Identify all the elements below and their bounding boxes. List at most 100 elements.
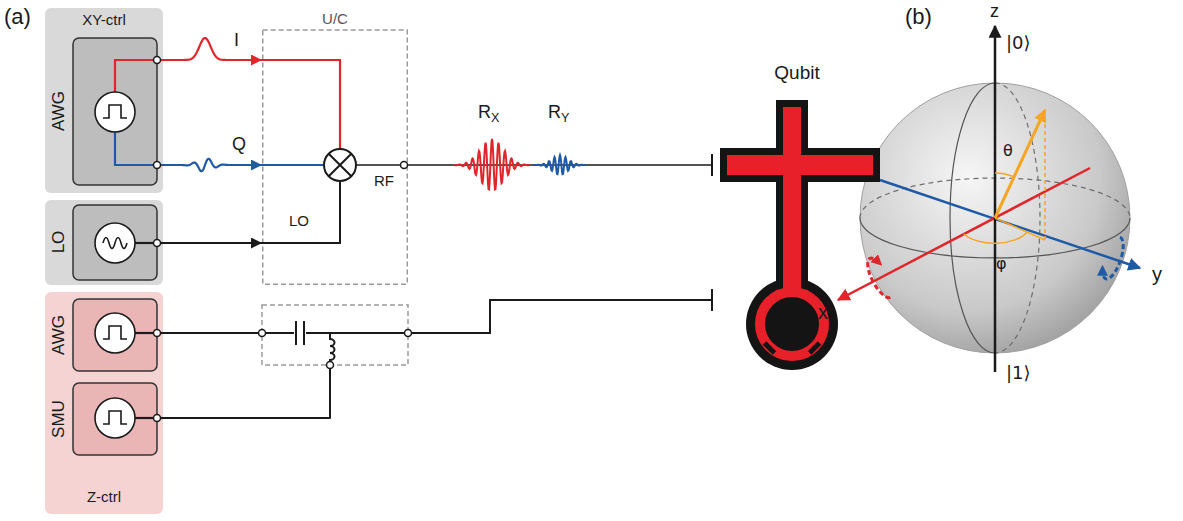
squid-loop xyxy=(760,292,824,356)
instrument-drawing xyxy=(73,38,163,185)
subscript: Y xyxy=(561,111,569,125)
node-label: U/C xyxy=(322,10,348,28)
annotation-label: y xyxy=(1152,262,1162,286)
y-rotation-arrow xyxy=(1100,235,1127,281)
instrument-drawing xyxy=(73,383,163,455)
z-axis xyxy=(994,26,997,372)
rx-pulse-waveform xyxy=(454,139,530,189)
signal-wire xyxy=(408,164,712,166)
port xyxy=(327,362,334,369)
node-label: Qubit xyxy=(774,62,819,85)
port xyxy=(259,330,266,337)
source-symbol xyxy=(95,92,135,132)
meridian-front xyxy=(950,83,995,353)
annotation-label: LO xyxy=(289,212,309,230)
node-label: XY-ctrl xyxy=(82,11,126,29)
port xyxy=(154,240,161,247)
port xyxy=(154,415,161,422)
port xyxy=(154,57,161,64)
source-symbol xyxy=(95,398,135,438)
bias-tee xyxy=(259,305,412,369)
signal-wire xyxy=(163,38,262,60)
line-termination xyxy=(711,289,713,311)
port xyxy=(405,330,412,337)
node-label: Z-ctrl xyxy=(87,488,121,506)
transmon-drawing xyxy=(720,100,880,370)
annotation-label: (b) xyxy=(905,4,932,30)
qubit-outline xyxy=(776,100,808,300)
mixer-symbol xyxy=(324,149,356,181)
sine-symbol xyxy=(103,238,127,249)
port xyxy=(154,330,161,337)
annotation-label: θ xyxy=(1003,141,1013,160)
port xyxy=(401,162,408,169)
annotation-label: |0⟩ xyxy=(1006,32,1031,54)
annotation-label: (a) xyxy=(4,4,31,30)
y-axis xyxy=(880,180,1140,268)
subscript: X xyxy=(491,111,499,125)
internal-wire xyxy=(262,164,324,166)
josephson-junction xyxy=(808,341,821,354)
pulse-symbol xyxy=(103,411,127,424)
awg-instrument: AWG xyxy=(45,296,163,374)
smu-instrument: SMU xyxy=(45,380,163,458)
pulse-symbol xyxy=(103,326,127,339)
bloch-sphere xyxy=(838,26,1140,372)
state-vector xyxy=(995,110,1045,218)
signal-wire xyxy=(163,300,712,333)
instrument-drawing xyxy=(73,299,163,371)
bias-tee-outline xyxy=(262,305,408,365)
internal-wire xyxy=(115,60,163,92)
x-axis xyxy=(838,168,1090,300)
signal-name: Q xyxy=(232,134,246,156)
phi-arc xyxy=(964,232,1027,243)
source-symbol xyxy=(95,223,135,263)
inductor-gap xyxy=(322,338,340,363)
z-control-panel: Z-ctrl AWG SMU xyxy=(45,292,163,514)
upconverter-drawing xyxy=(262,30,408,284)
annotation-label: |1⟩ xyxy=(1006,362,1031,384)
ry-pulse-waveform xyxy=(534,155,586,174)
capacitor-symbol xyxy=(303,321,305,345)
squid-outline xyxy=(746,278,838,370)
internal-wire xyxy=(115,132,163,165)
awg-instrument: AWG xyxy=(45,34,163,189)
instrument-drawing xyxy=(73,205,163,280)
node-drawing xyxy=(712,62,882,380)
signal-wire xyxy=(163,300,712,418)
instrument-face xyxy=(73,299,157,371)
projection-line xyxy=(1044,110,1046,240)
node-label: AWG xyxy=(49,315,69,355)
signal-name: I xyxy=(234,30,239,52)
node-label: LO xyxy=(49,231,69,254)
annotation-label: x xyxy=(818,300,828,324)
theta-arc xyxy=(995,173,1014,177)
node-label: SMU xyxy=(49,400,69,438)
capacitor-symbol xyxy=(295,321,297,345)
internal-wire xyxy=(262,60,340,149)
lo-instrument: LO xyxy=(45,200,163,285)
qubit-island xyxy=(783,107,801,297)
port xyxy=(154,162,161,169)
projection-line xyxy=(995,218,1045,240)
pulse-symbol xyxy=(103,105,127,118)
capacitor-gap xyxy=(294,320,306,346)
node-drawing xyxy=(262,8,408,285)
josephson-junction xyxy=(763,341,776,354)
xy-control-panel: XY-ctrlAWG xyxy=(45,8,163,193)
line-termination xyxy=(711,154,713,176)
upconverter-outline xyxy=(263,30,408,284)
annotation-label: RX xyxy=(478,102,499,124)
signal-wire xyxy=(163,242,262,244)
annotation-label: φ xyxy=(996,254,1007,273)
annotation-label: RY xyxy=(548,102,569,124)
internal-wire xyxy=(262,181,340,243)
signal-wire xyxy=(163,159,262,171)
annotation-label: z xyxy=(990,1,999,23)
node-label: AWG xyxy=(49,91,69,131)
annotation-label: RF xyxy=(374,172,394,190)
qubit: Qubit xyxy=(712,62,882,380)
mixer-cross xyxy=(329,154,352,177)
